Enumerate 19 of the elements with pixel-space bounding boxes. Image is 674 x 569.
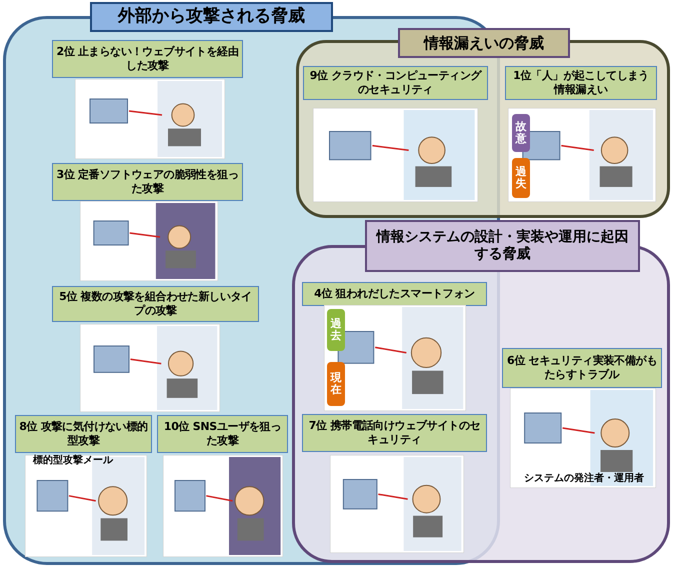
category-tag: 過去 <box>327 309 345 351</box>
rank-title-box: 3位 定番ソフトウェアの脆弱性を狙った攻撃 <box>52 163 243 201</box>
rank-title-box: 2位 止まらない！ウェブサイトを経由した攻撃 <box>52 40 243 78</box>
rank-title-box: 1位「人」が起こしてしまう情報漏えい <box>505 66 657 100</box>
rank-title-box: 5位 複数の攻撃を組合わせた新しいタイプの攻撃 <box>52 286 259 322</box>
category-tag: 現在 <box>327 362 345 406</box>
illustration-caption: システムの発注者・運用者 <box>523 474 645 486</box>
rank-title-box: 7位 携帯電話向けウェブサイトのセキュリティ <box>302 414 487 452</box>
rank-title-box: 9位 クラウド・コンピューティングのセキュリティ <box>303 66 488 100</box>
rank-title-box: 4位 狙われだしたスマートフォン <box>302 282 487 306</box>
rank-title-box: 10位 SNSユーザを狙った攻撃 <box>157 415 288 453</box>
category-tag: 過失 <box>512 158 530 198</box>
section-heading: 情報システムの設計・実装や運用に起因する脅威 <box>365 220 640 272</box>
category-tag: 故意 <box>512 114 530 152</box>
rank-title-box: 6位 セキュリティ実装不備がもたらすトラブル <box>502 348 662 388</box>
section-heading: 情報漏えいの脅威 <box>398 28 570 58</box>
section-heading: 外部から攻撃される脅威 <box>90 2 333 32</box>
rank-title-box: 8位 攻撃に気付けない標的型攻撃 <box>15 415 152 453</box>
illustration-title: 標的型攻撃メール <box>33 456 113 466</box>
